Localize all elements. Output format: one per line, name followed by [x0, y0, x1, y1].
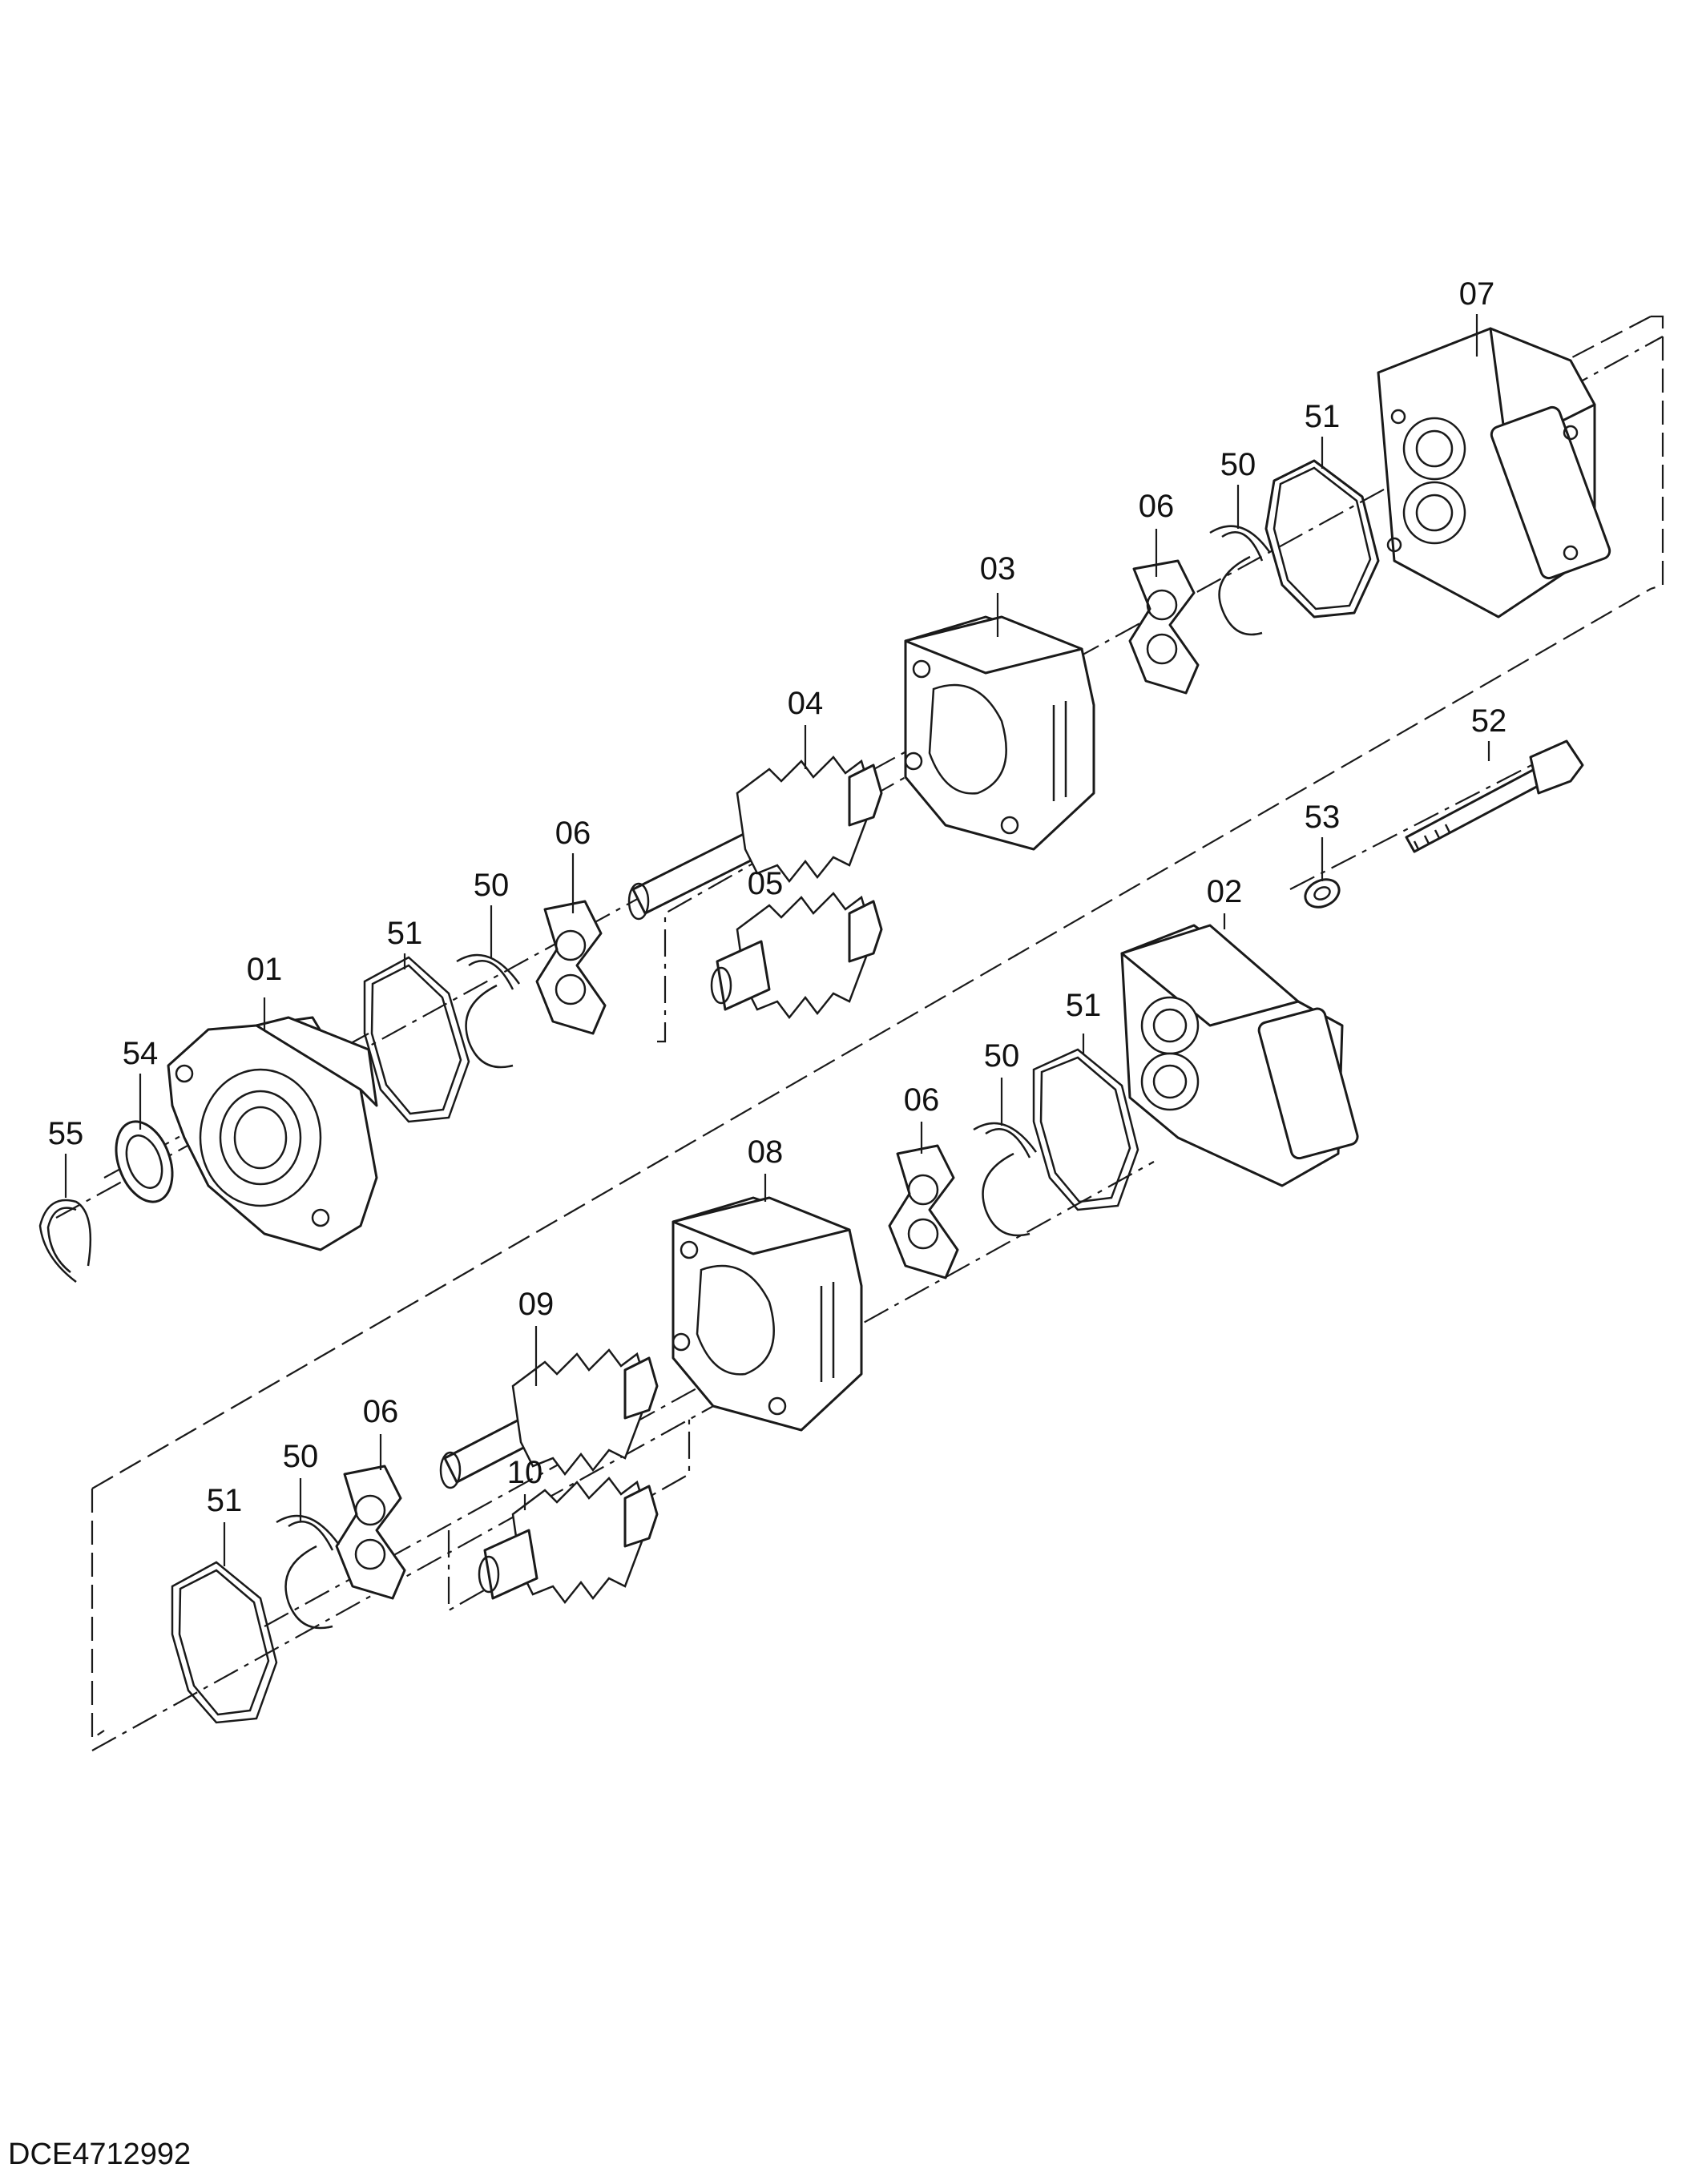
callout-06-mid-left: 06 [555, 816, 591, 851]
part-52-through-bolt [1405, 739, 1584, 853]
callout-05: 05 [747, 866, 784, 901]
part-51-seal-mid-right [1032, 1048, 1139, 1211]
callout-10: 10 [506, 1455, 543, 1490]
callout-leader-lines [64, 314, 1490, 1566]
callout-03: 03 [979, 551, 1016, 586]
part-02-center-body [1120, 924, 1359, 1187]
part-04-drive-gear [627, 756, 883, 921]
callout-50-bottom: 50 [282, 1439, 319, 1474]
callout-51-top: 51 [1304, 399, 1341, 434]
part-53-washer [1304, 878, 1341, 909]
part-51-seal-bottom [171, 1561, 278, 1724]
callout-08: 08 [747, 1134, 784, 1170]
callout-54: 54 [122, 1036, 159, 1071]
part-09-drive-gear [439, 1348, 659, 1489]
callout-06-bottom: 06 [362, 1394, 399, 1429]
callout-52: 52 [1470, 703, 1507, 739]
part-50-backup-ring-mid-right [973, 1122, 1038, 1237]
drawing-code: DCE4712992 [8, 2138, 192, 2171]
part-55-snap-ring [38, 1199, 92, 1283]
part-06-side-plate-mid-left [535, 900, 607, 1035]
part-51-seal-top [1264, 459, 1380, 619]
callout-50-mid-right: 50 [983, 1038, 1020, 1074]
callout-53: 53 [1304, 800, 1341, 835]
callout-07: 07 [1458, 276, 1495, 312]
part-50-backup-ring-top [1209, 525, 1272, 636]
callout-06-top: 06 [1138, 489, 1175, 524]
part-08-gear-housing-bottom [672, 1196, 863, 1432]
callout-09: 09 [518, 1287, 555, 1322]
callout-50-mid-left: 50 [473, 868, 510, 903]
part-50-backup-ring-bottom [276, 1514, 341, 1630]
callout-50-top: 50 [1220, 447, 1256, 482]
part-54-oil-seal [115, 1120, 174, 1203]
part-51-seal-mid-left [363, 956, 470, 1123]
part-07-rear-cover [1377, 327, 1611, 619]
part-10-driven-gear [478, 1477, 659, 1605]
callout-51-bottom: 51 [206, 1483, 243, 1518]
part-05-driven-gear [710, 892, 883, 1020]
callout-06-mid-right: 06 [903, 1082, 940, 1118]
part-50-backup-ring-mid-left [456, 953, 521, 1069]
callout-51-mid-left: 51 [386, 916, 423, 951]
callout-55: 55 [47, 1116, 84, 1151]
part-06-side-plate-mid-right [888, 1144, 959, 1279]
part-06-side-plate-top [1128, 559, 1200, 695]
callout-01: 01 [246, 952, 283, 987]
callout-51-mid-right: 51 [1065, 988, 1102, 1023]
callout-04: 04 [787, 686, 824, 721]
part-03-gear-housing-top [904, 615, 1095, 851]
callout-02: 02 [1206, 874, 1243, 909]
part-01-mounting-flange [167, 1016, 378, 1251]
part-06-side-plate-bottom [335, 1465, 406, 1600]
